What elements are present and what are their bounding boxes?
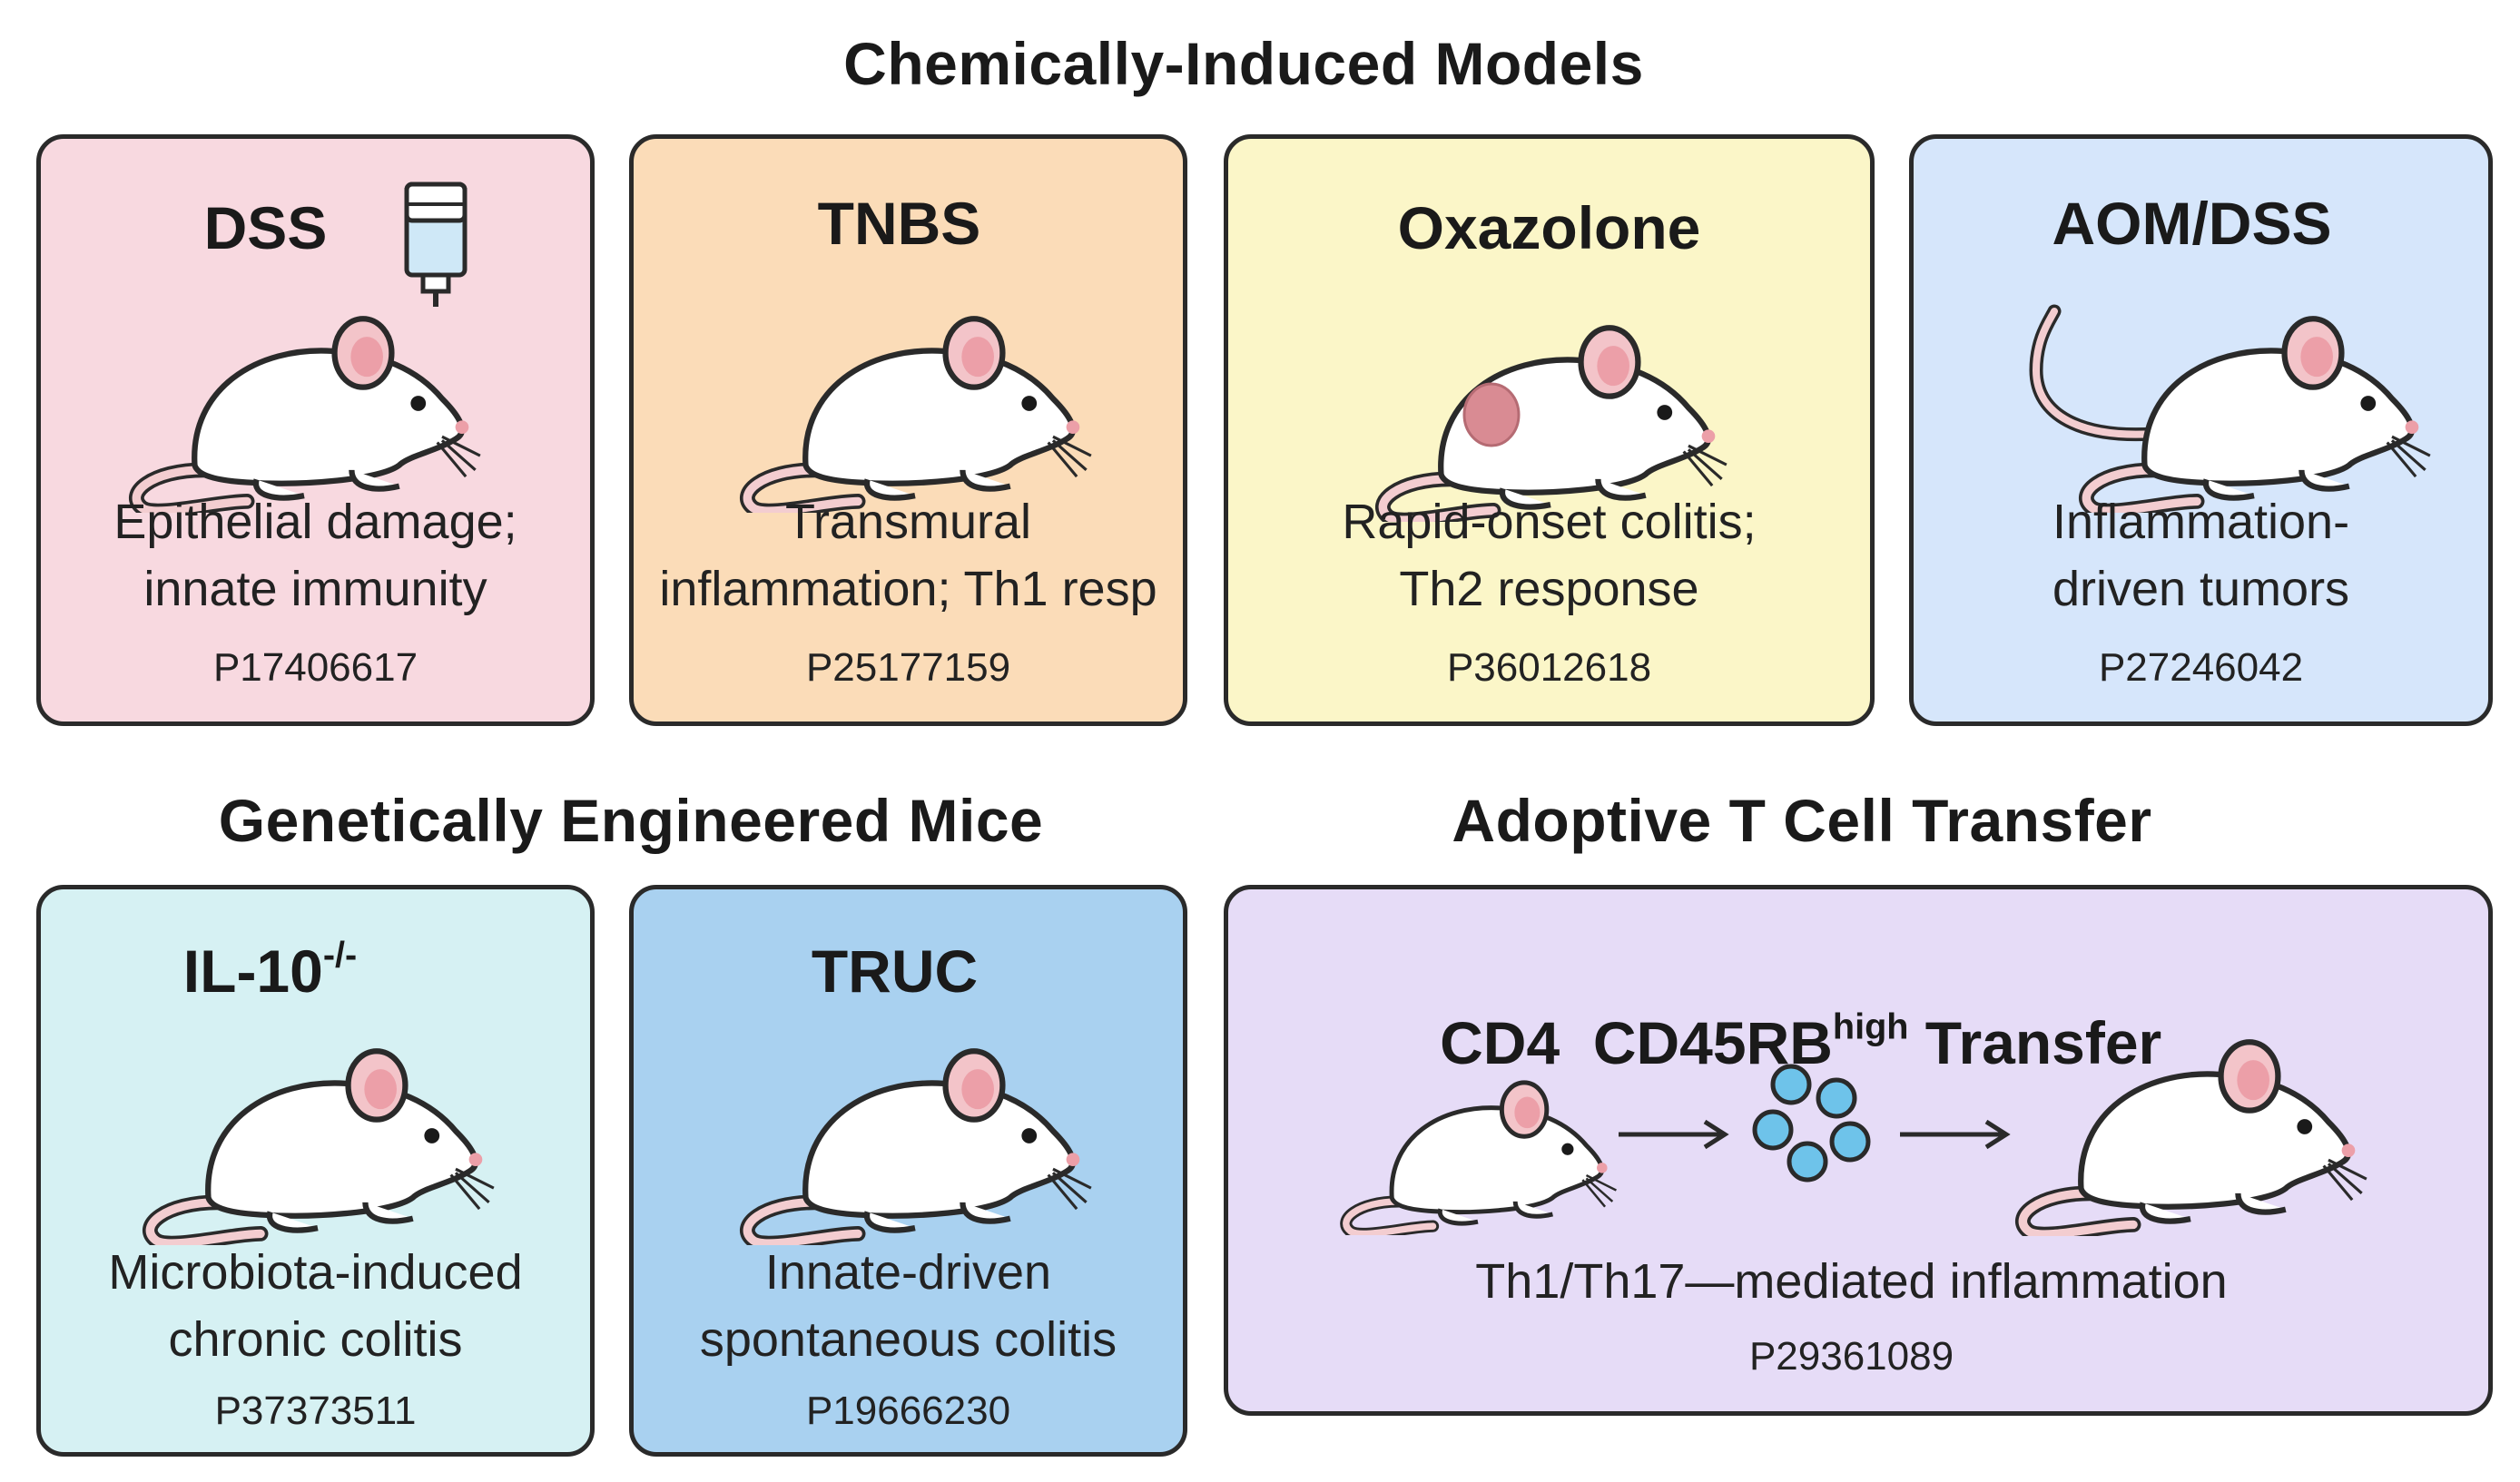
card-ref: P19666230 [805, 1389, 1011, 1433]
mouse-icon [1328, 1048, 1628, 1235]
mouse-icon [1360, 284, 1741, 522]
section-title-transfer: Adoptive T Cell Transfer [1452, 787, 2152, 854]
mouse-icon [2000, 998, 2381, 1236]
card-desc: Epithelial damage;innate immunity [113, 495, 517, 616]
card-desc: Inflammation-driven tumors [2052, 495, 2350, 616]
tail-curl-icon [2029, 304, 2161, 442]
t-cells-icon [1752, 1064, 1871, 1183]
card-ref: P17406617 [212, 645, 418, 690]
card-oxazolone: Oxazolone Rapid-onset colitis;Th2 respon… [1224, 134, 1875, 726]
card-ref: P36012618 [1446, 645, 1652, 690]
mouse-icon [113, 275, 495, 513]
card-title: DSS [203, 194, 328, 261]
card-ref: P29361089 [1748, 1334, 1954, 1379]
card-dss: DSS Epithelial damage;innate immunity P1… [36, 134, 595, 726]
card-ref: P27246042 [2098, 645, 2304, 690]
card-title: AOM/DSS [2052, 190, 2332, 257]
arrow-right-icon [1900, 1119, 2011, 1150]
arrow-right-icon [1619, 1119, 1729, 1150]
card-desc: Rapid-onset colitis;Th2 response [1342, 495, 1757, 616]
section-title-genetic: Genetically Engineered Mice [218, 787, 1044, 854]
lesion-icon [1462, 382, 1521, 447]
mouse-icon [127, 1007, 508, 1245]
mouse-icon [724, 275, 1106, 513]
card-title: TRUC [811, 937, 979, 1005]
mouse-icon [2063, 275, 2445, 513]
card-title: TNBS [817, 190, 981, 257]
card-cd4-transfer: CD4 CD45RBhigh Transfer Th1/Th17—mediate… [1224, 885, 2493, 1416]
card-ref: P25177159 [805, 645, 1011, 690]
card-title: IL-10-/- [182, 935, 358, 1005]
section-title-chemical: Chemically-Induced Models [843, 30, 1644, 97]
water-bottle-icon [404, 182, 468, 307]
card-ref: P37373511 [214, 1389, 417, 1433]
card-desc: Th1/Th17—mediated inflammation [1475, 1254, 2228, 1309]
card-aomdss: AOM/DSS Inflammation-driven tumors P2724… [1909, 134, 2493, 726]
card-title: Oxazolone [1397, 194, 1701, 261]
card-title: CD4 CD45RBhigh Transfer [1440, 1006, 2162, 1076]
